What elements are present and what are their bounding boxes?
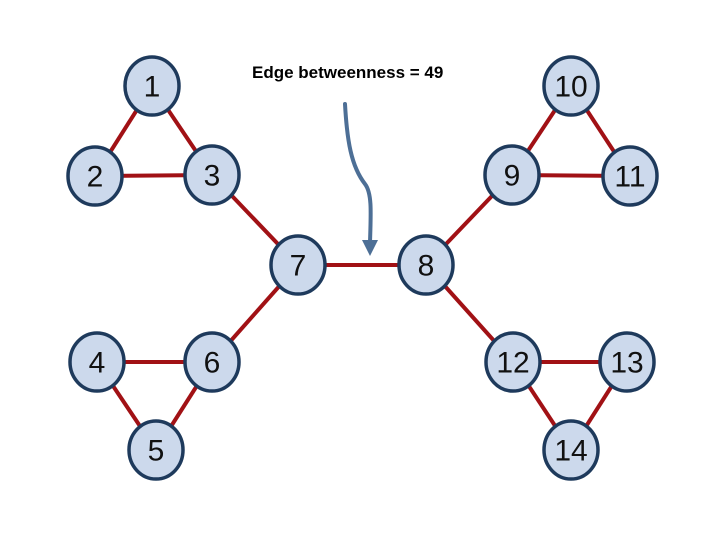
node-label-7: 7 — [290, 250, 307, 283]
node-circle-14 — [542, 419, 600, 481]
node-circle-10 — [542, 55, 600, 117]
graph-node-2: 2 — [66, 145, 124, 207]
graph-node-8: 8 — [397, 234, 455, 296]
annotation-arrow — [343, 102, 378, 256]
node-circle-7 — [269, 234, 327, 296]
graph-node-3: 3 — [183, 144, 241, 206]
graph-node-6: 6 — [183, 331, 241, 393]
node-circle-1 — [123, 55, 181, 117]
node-label-10: 10 — [554, 71, 587, 104]
node-label-3: 3 — [204, 160, 221, 193]
node-label-4: 4 — [89, 347, 106, 380]
node-circle-11 — [601, 145, 659, 207]
node-circle-3 — [183, 144, 241, 206]
node-label-9: 9 — [504, 160, 521, 193]
node-label-8: 8 — [418, 250, 435, 283]
node-circle-5 — [127, 419, 185, 481]
graph-node-9: 9 — [483, 144, 541, 206]
node-label-13: 13 — [610, 347, 643, 380]
node-label-12: 12 — [496, 347, 529, 380]
node-label-14: 14 — [554, 435, 587, 468]
node-label-6: 6 — [204, 347, 221, 380]
edge-betweenness-label: Edge betweenness = 49 — [252, 63, 444, 82]
node-circle-6 — [183, 331, 241, 393]
node-circle-12 — [484, 331, 542, 393]
node-circle-2 — [66, 145, 124, 207]
node-circle-9 — [483, 144, 541, 206]
node-label-11: 11 — [614, 161, 645, 194]
graph-node-4: 4 — [68, 331, 126, 393]
node-label-5: 5 — [148, 435, 165, 468]
edges-layer — [93, 84, 632, 452]
arrow-shaft — [343, 102, 373, 244]
graph-node-10: 10 — [542, 55, 600, 117]
graph-node-7: 7 — [269, 234, 327, 296]
node-circle-8 — [397, 234, 455, 296]
graph-node-1: 1 — [123, 55, 181, 117]
graph-node-11: 11 — [601, 145, 659, 207]
graph-node-13: 13 — [598, 331, 656, 393]
node-label-1: 1 — [144, 71, 161, 104]
arrow-head-icon — [362, 240, 378, 256]
node-label-2: 2 — [87, 161, 104, 194]
node-circle-13 — [598, 331, 656, 393]
graph-node-12: 12 — [484, 331, 542, 393]
node-circle-4 — [68, 331, 126, 393]
graph-node-14: 14 — [542, 419, 600, 481]
graph-node-5: 5 — [127, 419, 185, 481]
